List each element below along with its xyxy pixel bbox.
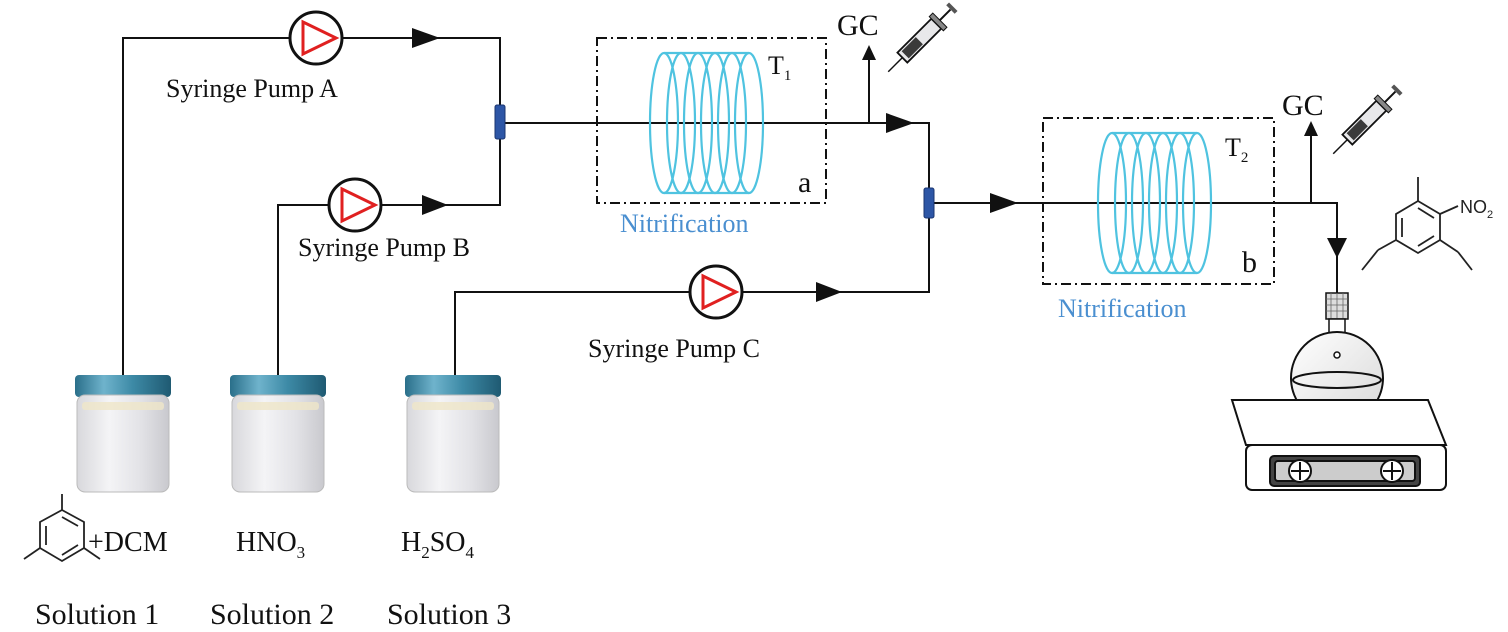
jar-solution-1 xyxy=(75,375,171,493)
coil-icon xyxy=(1096,131,1213,275)
line-solution-2 xyxy=(277,123,501,378)
arrow-right-icon xyxy=(412,28,440,48)
solution-3-name: Solution 3 xyxy=(387,598,511,631)
magnetic-stirrer xyxy=(1230,399,1448,491)
play-triangle-icon xyxy=(301,19,340,57)
reactor-1-label: Nitrification xyxy=(620,209,749,238)
solution-2-formula: HNO3 xyxy=(236,527,305,562)
jar-body-icon xyxy=(76,394,170,493)
syringe-icon xyxy=(887,2,958,73)
pump-b: Syringe Pump B xyxy=(298,177,470,262)
flow-arrows xyxy=(412,28,1347,302)
reactor-2-label: Nitrification xyxy=(1058,294,1187,323)
jar-body-icon xyxy=(231,394,325,493)
tubing xyxy=(122,37,1338,378)
arrow-up-icon xyxy=(1304,121,1318,136)
product-group: NO2 xyxy=(1460,197,1493,221)
reactor-2-temp: T2 xyxy=(1225,133,1248,166)
arrow-right-icon xyxy=(886,113,914,133)
play-triangle-icon xyxy=(340,186,379,224)
reactor-1-temp: T1 xyxy=(768,51,791,84)
nitromesitylene-structure xyxy=(1361,177,1473,271)
gc-sampling-1: GC xyxy=(837,2,958,73)
solution-2-name: Solution 2 xyxy=(210,598,334,631)
arrow-right-icon xyxy=(422,195,448,215)
stirrer-top-icon xyxy=(1230,399,1448,446)
arrow-right-icon xyxy=(816,282,842,302)
pump-b-label: Syringe Pump B xyxy=(298,233,470,262)
jar-solution-3 xyxy=(405,375,501,493)
arrow-right-icon xyxy=(990,193,1018,213)
reactor-1-letter: a xyxy=(798,166,811,199)
arrow-down-icon xyxy=(1327,238,1347,258)
jar-solution-2 xyxy=(230,375,326,493)
jar-body-icon xyxy=(406,394,500,493)
mesitylene-structure xyxy=(23,494,101,563)
mixer-1 xyxy=(494,104,506,140)
gc-2-label: GC xyxy=(1282,89,1324,122)
jar-lid-icon xyxy=(75,375,171,397)
gc-1-label: GC xyxy=(837,9,879,42)
solution-1-formula: +DCM xyxy=(88,527,168,558)
reactor-2: T2 b Nitrification xyxy=(1042,117,1275,323)
line-reactor-1 xyxy=(500,122,930,207)
gc-sampling-2: GC xyxy=(1282,84,1403,155)
reactor-2-letter: b xyxy=(1242,246,1257,279)
pump-a: Syringe Pump A xyxy=(166,10,344,103)
play-triangle-icon xyxy=(701,273,740,311)
pump-c-label: Syringe Pump C xyxy=(588,334,760,363)
solution-3-formula: H2SO4 xyxy=(401,527,475,562)
pump-c: Syringe Pump C xyxy=(588,264,760,363)
coil-icon xyxy=(648,51,765,195)
syringe-icon xyxy=(1332,84,1403,155)
mixer-2 xyxy=(923,187,935,219)
pump-a-label: Syringe Pump A xyxy=(166,74,338,103)
reactor-1-box xyxy=(596,37,827,204)
jar-lid-icon xyxy=(230,375,326,397)
reactor-1: T1 a Nitrification xyxy=(596,37,827,238)
arrow-up-icon xyxy=(862,45,876,60)
solution-1-name: Solution 1 xyxy=(35,598,159,631)
jar-lid-icon xyxy=(405,375,501,397)
reactor-2-box xyxy=(1042,117,1275,285)
